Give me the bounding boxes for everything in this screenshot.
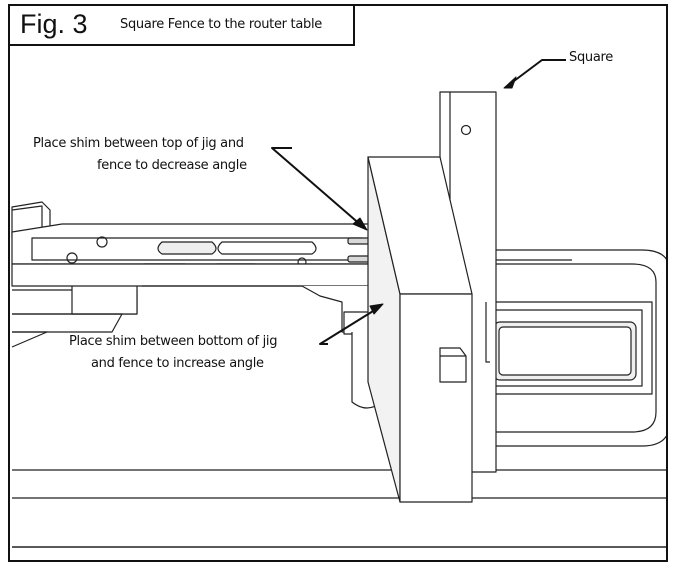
router-table <box>12 249 666 548</box>
router-jig <box>11 201 383 409</box>
callout-top-shim: Place shim between top of jig and fence … <box>33 133 247 177</box>
callout-top-line2: fence to decrease angle <box>97 158 247 173</box>
router-table-drawing <box>11 59 666 548</box>
callout-top-line1: Place shim between top of jig and <box>33 136 244 151</box>
router-base <box>479 301 653 395</box>
callout-bottom-line2: and fence to increase angle <box>91 356 264 371</box>
figure-title-box: Fig. 3 Square Fence to the router table <box>8 4 355 46</box>
figure-frame <box>8 4 668 562</box>
figure-subtitle: Square Fence to the router table <box>120 17 322 32</box>
fence <box>367 156 473 503</box>
callout-bottom-line1: Place shim between bottom of jig <box>69 334 278 349</box>
callout-bottom-shim: Place shim between bottom of jig and fen… <box>69 331 277 375</box>
figure-number: Fig. 3 <box>20 9 88 39</box>
leader-lines <box>271 59 566 345</box>
callout-square: Square <box>569 50 613 65</box>
